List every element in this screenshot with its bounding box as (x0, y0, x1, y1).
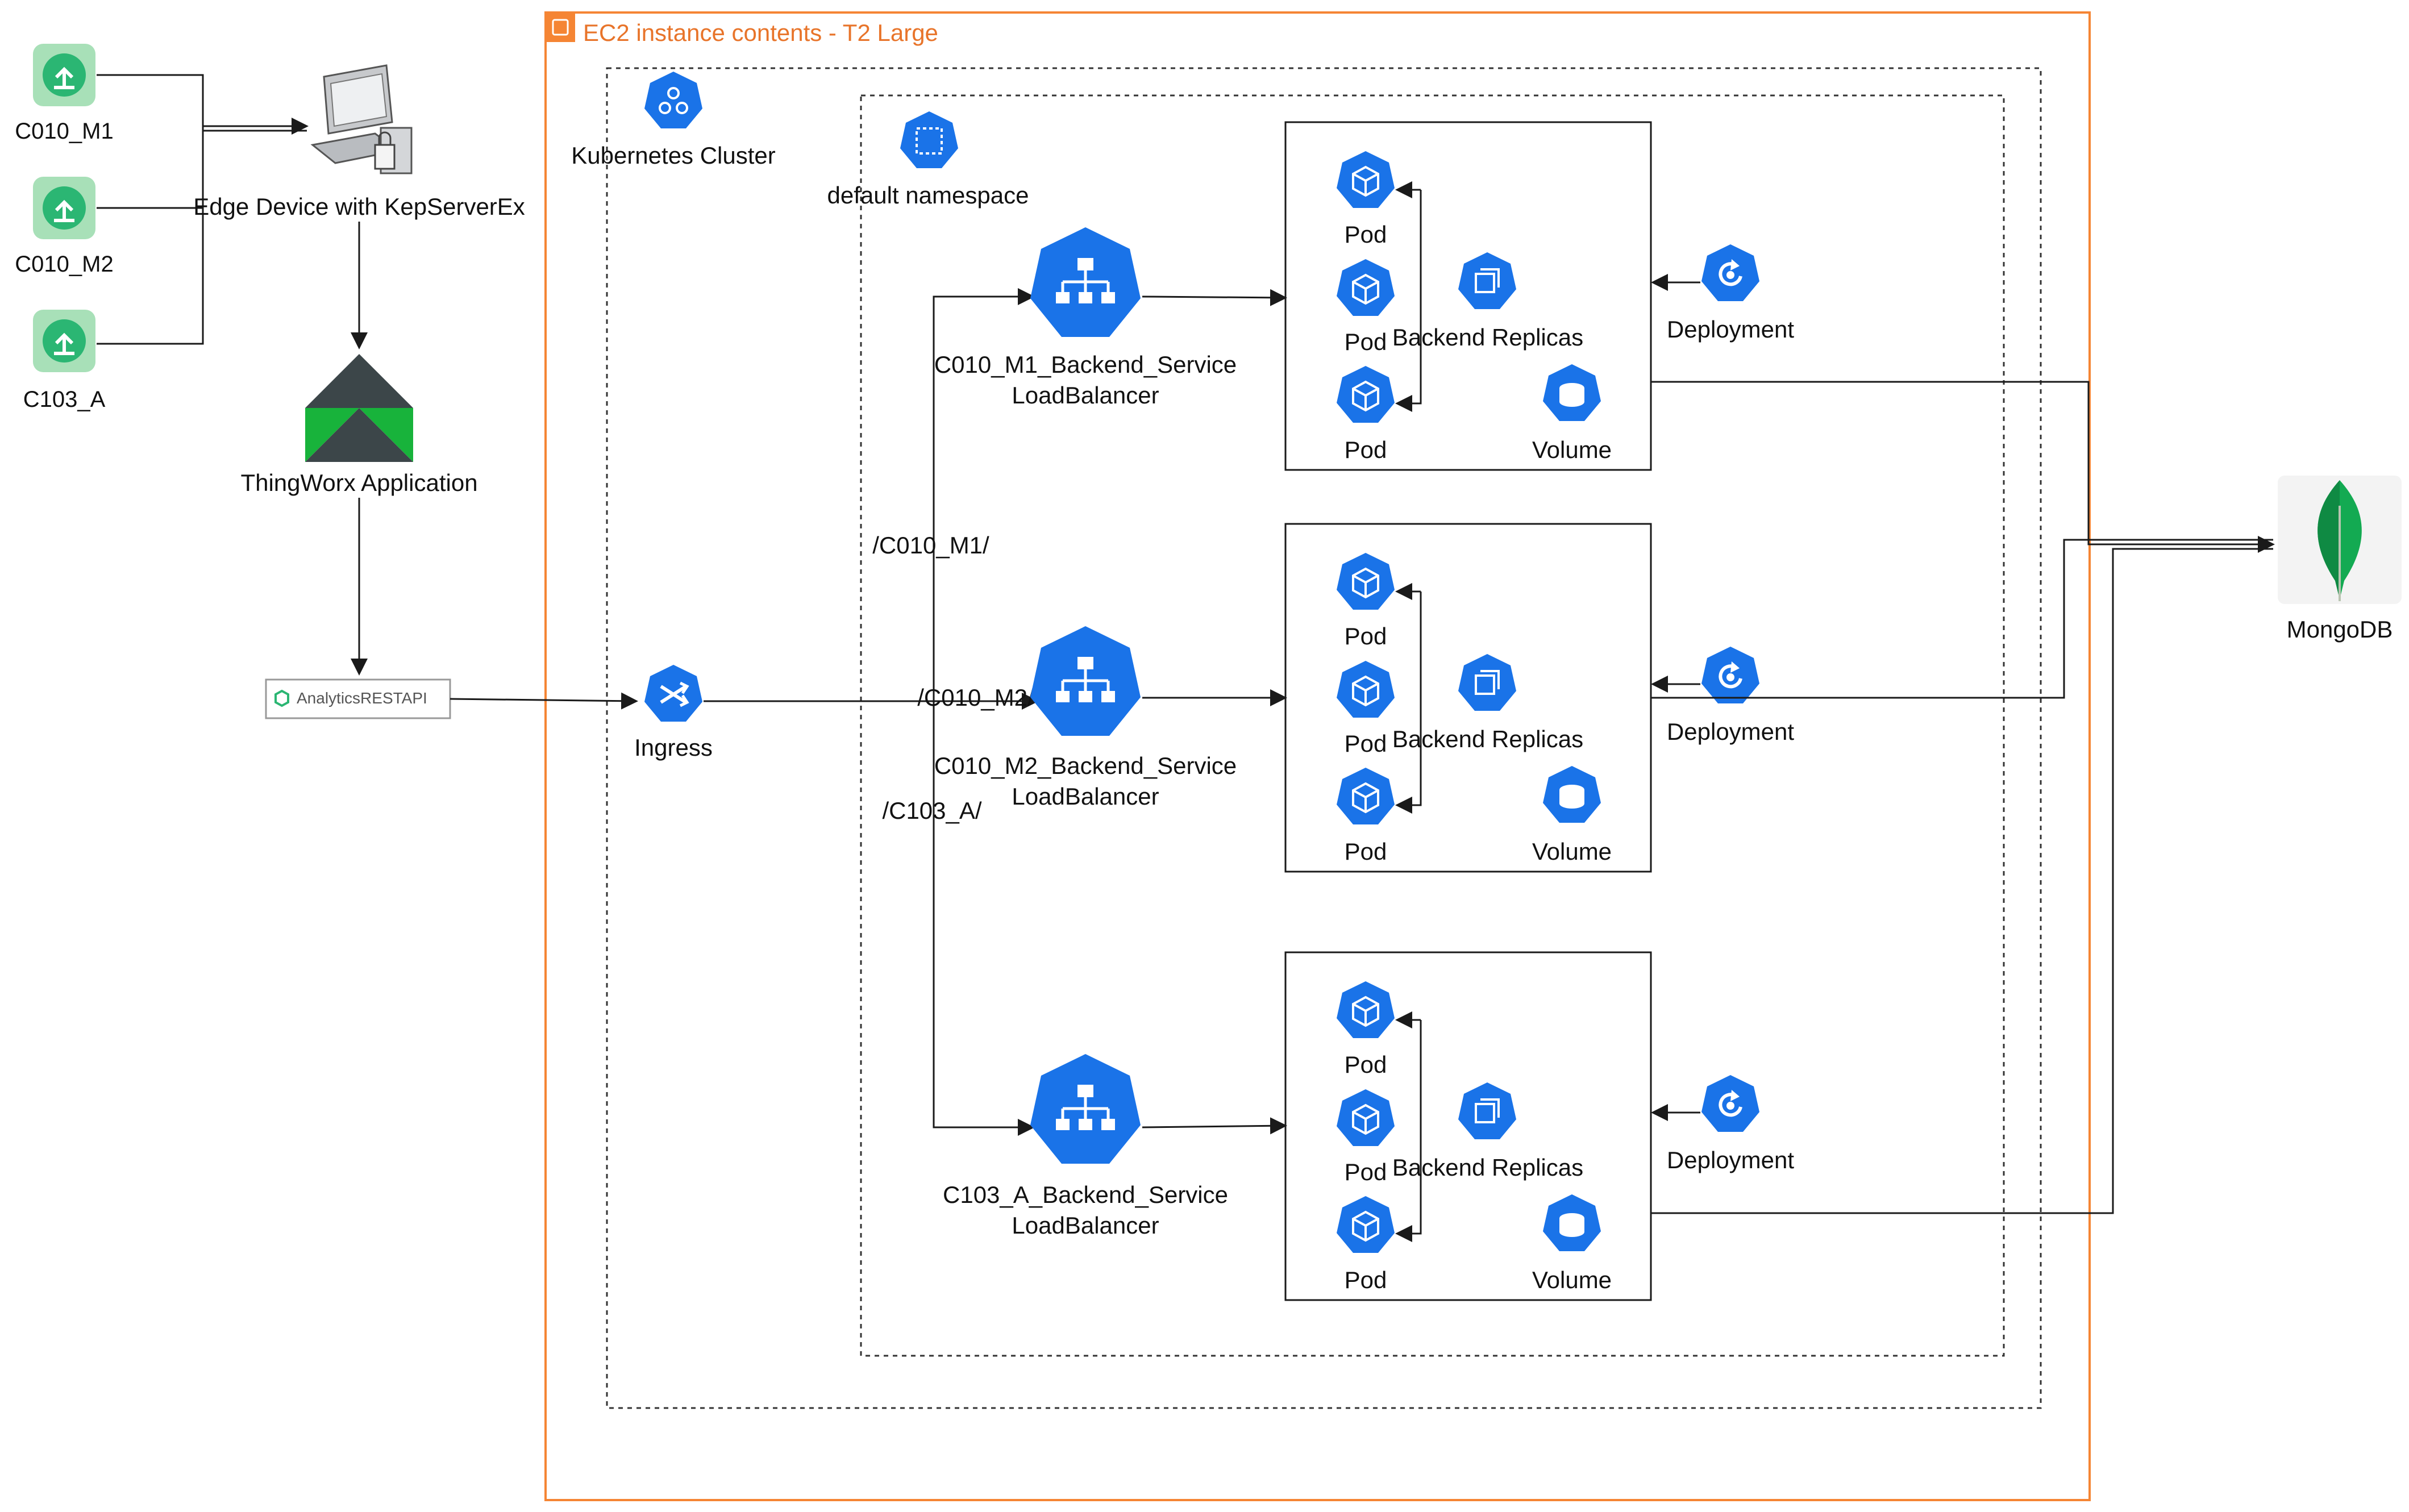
replica-group-c103-a: Pod Pod Pod Backend Replicas Volume (1284, 951, 1652, 1301)
pod-icon (1337, 661, 1395, 718)
ingress-icon (644, 665, 702, 722)
replicaset-icon (1458, 1082, 1516, 1139)
deployment-label: Deployment (1667, 718, 1794, 745)
iot-sensor-icon (33, 44, 95, 106)
thingworx-label: ThingWorx Application (240, 469, 477, 496)
device-label: C103_A (23, 387, 106, 412)
replica-group-c010-m2: Pod Pod Pod Backend Replicas Volume (1284, 523, 1652, 873)
kubernetes-cluster-frame (606, 67, 2042, 1409)
volume-label: Volume (1532, 1267, 1612, 1293)
analytics-rest-api-box: AnalyticsRESTAPI (265, 678, 451, 719)
volume-label: Volume (1532, 436, 1612, 463)
pod-label: Pod (1345, 1051, 1387, 1078)
kubernetes-cluster-label: Kubernetes Cluster (571, 142, 776, 169)
volume-icon (1543, 364, 1601, 421)
pod-label: Pod (1345, 221, 1387, 248)
backend-replicas-label: Backend Replicas (1392, 1154, 1583, 1181)
replicaset-icon (1458, 252, 1516, 309)
replicas-to-mongodb-connectors (1651, 381, 2275, 1214)
pod-icon (1337, 553, 1395, 610)
device-c010-m1: C010_M1 (15, 44, 114, 144)
pod-label: Pod (1345, 838, 1387, 865)
mongodb-label: MongoDB (2287, 616, 2393, 643)
route-label-c010-m2: /C010_M2/ (917, 684, 1034, 711)
deployment-icon (1701, 1075, 1759, 1132)
deployment-c010-m2: Deployment (1667, 647, 1794, 745)
pod-label: Pod (1345, 730, 1387, 757)
device-connectors (97, 74, 309, 345)
pod-icon (1337, 1089, 1395, 1146)
ingress-label: Ingress (634, 734, 713, 761)
volume-icon (1543, 766, 1601, 823)
device-c103-a: C103_A (23, 310, 106, 412)
replica-bracket (1395, 181, 1422, 412)
service-name: C010_M2_Backend_Service (934, 752, 1237, 779)
service-c010-m1: C010_M1_Backend_Service LoadBalancer (934, 227, 1237, 409)
pod-icon (1337, 981, 1395, 1038)
deployment-c010-m1: Deployment (1667, 244, 1794, 343)
api-to-ingress-connector (450, 692, 638, 710)
mongodb-leaf-icon (2318, 480, 2362, 601)
pod-label: Pod (1345, 436, 1387, 463)
api-label: AnalyticsRESTAPI (297, 689, 427, 707)
service-type: LoadBalancer (1012, 382, 1159, 409)
service-c103-a: C103_A_Backend_Service LoadBalancer (943, 1054, 1228, 1239)
volume-icon (1543, 1194, 1601, 1251)
kubernetes-cluster-icon (644, 72, 702, 128)
load-balancer-service-icon (1030, 626, 1141, 736)
pod-label: Pod (1345, 1159, 1387, 1185)
service-type: LoadBalancer (1012, 1212, 1159, 1239)
route-label-c010-m1: /C010_M1/ (872, 532, 989, 559)
pod-icon (1337, 768, 1395, 824)
ec2-instance-frame (544, 11, 2091, 1501)
ingress-routing-lines (704, 288, 1039, 1136)
device-label: C010_M1 (15, 119, 113, 144)
volume-label: Volume (1532, 838, 1612, 865)
pod-icon (1337, 1196, 1395, 1253)
deployment-label: Deployment (1667, 316, 1794, 343)
load-balancer-service-icon (1030, 1054, 1141, 1164)
replicaset-icon (1458, 654, 1516, 711)
route-label-c103-a: /C103_A/ (882, 797, 981, 824)
deployment-to-replicas-connectors (1651, 274, 1700, 1121)
thingworx-logo-icon (305, 354, 413, 462)
replica-group-c010-m1: Pod Pod Pod Backend Replicas Volume (1284, 121, 1652, 471)
service-name: C103_A_Backend_Service (943, 1181, 1228, 1208)
namespace-label: default namespace (827, 182, 1029, 209)
pod-label: Pod (1345, 328, 1387, 355)
service-c010-m2: C010_M2_Backend_Service LoadBalancer (934, 626, 1237, 810)
deployment-c103-a: Deployment (1667, 1075, 1794, 1173)
iot-sensor-icon (33, 310, 95, 372)
backend-replicas-label: Backend Replicas (1392, 726, 1583, 752)
pod-icon (1337, 259, 1395, 316)
service-type: LoadBalancer (1012, 783, 1159, 810)
replica-group-frame (1284, 951, 1652, 1301)
deployment-icon (1701, 647, 1759, 703)
edge-computer-icon (310, 64, 413, 174)
deployment-label: Deployment (1667, 1147, 1794, 1173)
backend-replicas-label: Backend Replicas (1392, 324, 1583, 351)
replica-bracket (1395, 1011, 1422, 1242)
deployment-icon (1701, 244, 1759, 301)
load-balancer-service-icon (1030, 227, 1141, 337)
service-to-replicas-connectors (1142, 289, 1287, 1135)
edge-device-label: Edge Device with KepServerEx (193, 193, 525, 220)
iot-sensor-icon (33, 177, 95, 239)
pod-icon (1337, 366, 1395, 423)
ec2-chip-icon (546, 13, 575, 42)
service-name: C010_M1_Backend_Service (934, 351, 1237, 378)
replica-bracket (1395, 583, 1422, 814)
mongodb-node: MongoDB (2278, 476, 2402, 643)
replica-group-frame (1284, 121, 1652, 471)
api-hexagon-icon (274, 689, 289, 707)
namespace-icon (900, 111, 958, 168)
pod-label: Pod (1345, 1267, 1387, 1293)
ec2-title: EC2 instance contents - T2 Large (583, 19, 938, 46)
device-label: C010_M2 (15, 252, 113, 277)
namespace-frame (860, 94, 2005, 1357)
pod-label: Pod (1345, 623, 1387, 649)
pod-icon (1337, 151, 1395, 208)
device-c010-m2: C010_M2 (15, 177, 114, 277)
